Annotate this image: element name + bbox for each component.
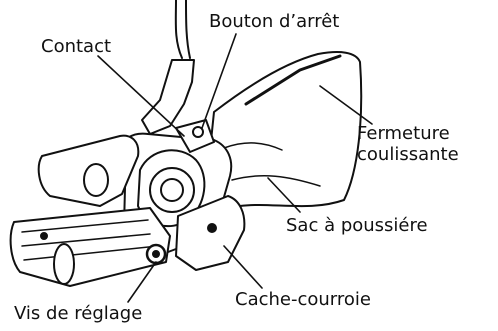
power-cord bbox=[176, 0, 182, 58]
label-sac-text: Sac à poussiére bbox=[286, 215, 428, 236]
label-fermeture-line1: Fermeture bbox=[357, 123, 459, 144]
belt-cover-screw bbox=[208, 224, 216, 232]
front-roller bbox=[54, 244, 74, 284]
label-bouton-arret-text: Bouton d’arrêt bbox=[209, 11, 339, 32]
power-cord-second bbox=[186, 0, 190, 58]
label-contact-text: Contact bbox=[41, 36, 111, 57]
label-contact: Contact bbox=[41, 36, 111, 57]
base-rivet bbox=[41, 233, 47, 239]
label-fermeture-coulissante: Fermeture coulissante bbox=[357, 123, 459, 165]
front-handle-end bbox=[84, 164, 108, 196]
label-vis-reglage: Vis de réglage bbox=[14, 303, 142, 324]
label-bouton-arret: Bouton d’arrêt bbox=[209, 11, 339, 32]
hub-inner bbox=[161, 179, 183, 201]
label-fermeture-line2: coulissante bbox=[357, 144, 459, 165]
label-cache-text: Cache-courroie bbox=[235, 289, 371, 310]
dust-bag bbox=[208, 52, 361, 206]
adjusting-screw-center bbox=[153, 251, 159, 257]
label-vis-text: Vis de réglage bbox=[14, 303, 142, 324]
leader-cache bbox=[224, 246, 262, 288]
label-cache-courroie: Cache-courroie bbox=[235, 289, 371, 310]
rear-handle bbox=[142, 60, 194, 134]
label-sac-poussiere: Sac à poussiére bbox=[286, 215, 428, 236]
